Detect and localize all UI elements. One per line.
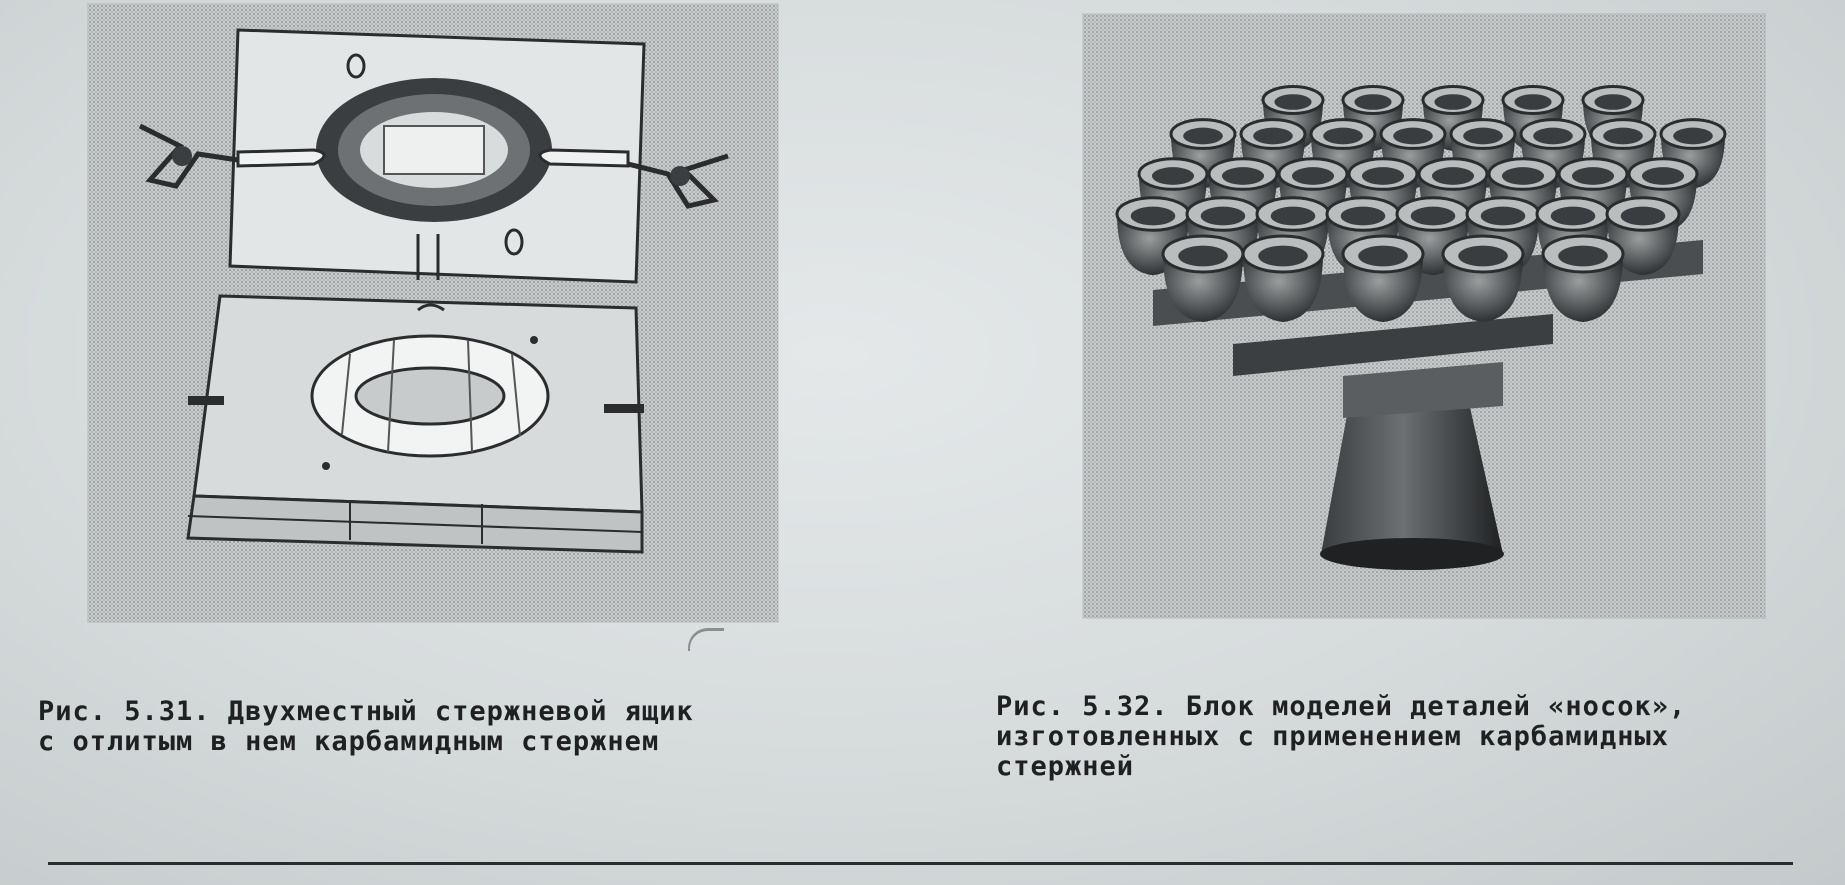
right-clamp-wingnut-icon bbox=[538, 148, 729, 209]
caption-line: с отлитым в нем карбамидным стержнем bbox=[38, 726, 660, 757]
core-box-illustration bbox=[138, 28, 729, 554]
sock-model-cup-opening bbox=[1274, 94, 1312, 110]
sock-model-cup-opening bbox=[1253, 127, 1293, 145]
core-sprue bbox=[417, 303, 445, 312]
core-segment-line bbox=[511, 353, 521, 437]
sock-model-cup-opening bbox=[1550, 206, 1596, 226]
sock-model-cup-opening bbox=[1130, 206, 1176, 226]
base-seam bbox=[187, 515, 643, 533]
core-segment-line bbox=[387, 339, 395, 453]
left-clamp-wingnut-icon bbox=[138, 123, 326, 189]
sock-model-cup-opening bbox=[1431, 167, 1475, 185]
print-smudge bbox=[688, 628, 724, 651]
sock-model-cup-opening bbox=[1514, 94, 1552, 110]
sock-model-cup-opening bbox=[1594, 94, 1632, 110]
sock-model-cup-opening bbox=[1533, 127, 1573, 145]
sock-model-cup-opening bbox=[1200, 206, 1246, 226]
sock-model-cup-opening bbox=[1178, 245, 1228, 267]
sock-model-cup-opening bbox=[1463, 127, 1503, 145]
sock-model-cup-opening bbox=[1641, 167, 1685, 185]
sock-model-cup-opening bbox=[1358, 245, 1408, 267]
sock-model-cup-opening bbox=[1501, 167, 1545, 185]
figure-5-31-caption: Рис. 5.31. Двухместный стержневой ящик с… bbox=[38, 697, 868, 757]
sock-model-cup-opening bbox=[1354, 94, 1392, 110]
caption-line: Рис. 5.32. Блок моделей деталей «носок», bbox=[996, 691, 1687, 722]
sock-model-cup-opening bbox=[1480, 206, 1526, 226]
figure-core-box-photo bbox=[88, 4, 778, 622]
dowel-hole-icon bbox=[346, 53, 366, 79]
figure-model-block-photo bbox=[1083, 14, 1765, 618]
sock-model-cup-opening bbox=[1221, 167, 1265, 185]
sock-model-cup-opening bbox=[1361, 167, 1405, 185]
core-segment-line bbox=[467, 339, 473, 453]
sock-model-cup-opening bbox=[1393, 127, 1433, 145]
sock-model-cup-opening bbox=[1434, 94, 1472, 110]
caption-line: стержней bbox=[996, 751, 1135, 782]
dowel-hole-icon bbox=[504, 228, 524, 256]
pin-mark bbox=[530, 336, 538, 344]
figure-5-32-caption: Рис. 5.32. Блок моделей деталей «носок»,… bbox=[996, 692, 1826, 782]
cast-core-inner-hole bbox=[354, 366, 506, 426]
sock-model-cluster bbox=[1115, 85, 1727, 322]
caption-line: изготовленных с применением карбамидных bbox=[996, 721, 1669, 752]
runner-hub bbox=[1343, 362, 1503, 418]
sock-model-cup-opening bbox=[1571, 167, 1615, 185]
sock-model-cup-opening bbox=[1340, 206, 1386, 226]
sock-model-cup-opening bbox=[1410, 206, 1456, 226]
sock-model-cup-opening bbox=[1270, 206, 1316, 226]
core-segment-line bbox=[341, 353, 351, 435]
model-block-illustration bbox=[1115, 85, 1727, 570]
sprue-cone bbox=[1321, 394, 1503, 554]
sock-model-cup-opening bbox=[1558, 245, 1608, 267]
runner-bar bbox=[1233, 314, 1553, 376]
side-slot bbox=[604, 404, 644, 413]
sock-model-cup-opening bbox=[1323, 127, 1363, 145]
sock-model-cup-opening bbox=[1151, 167, 1195, 185]
sock-model-cup-opening bbox=[1458, 245, 1508, 267]
sprue-cone-base bbox=[1320, 538, 1504, 570]
sock-model-cup-opening bbox=[1258, 245, 1308, 267]
sock-model-cup-opening bbox=[1603, 127, 1643, 145]
pin-mark bbox=[322, 462, 330, 470]
caption-line: Рис. 5.31. Двухместный стержневой ящик bbox=[38, 696, 694, 727]
side-slot bbox=[188, 396, 224, 405]
upper-cavity-core bbox=[383, 125, 485, 175]
sock-model-cup-opening bbox=[1291, 167, 1335, 185]
sock-model-cup-opening bbox=[1673, 127, 1713, 145]
page-divider-line bbox=[48, 862, 1793, 865]
sock-model-cup-opening bbox=[1620, 206, 1666, 226]
sock-model-cup-opening bbox=[1183, 127, 1223, 145]
